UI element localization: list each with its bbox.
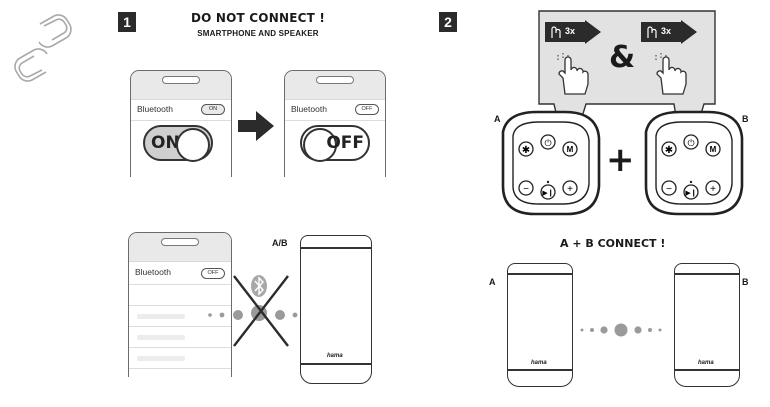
svg-text:✱: ✱ [665,145,673,156]
press-count-right: 3x [661,26,672,36]
svg-text:M: M [710,145,717,154]
speaker-a-brand: hama [531,360,547,366]
speaker-a-label-bottom: A [489,277,496,287]
phone-bluetooth-off: Bluetooth OFF [284,70,386,177]
bluetooth-mini-toggle[interactable]: ON [201,104,225,115]
phone-bluetooth-list: Bluetooth OFF [128,232,232,377]
bluetooth-label: Bluetooth [291,104,327,114]
title-emphasis: NOT [215,11,245,25]
toggle-on-text: ON [151,133,180,153]
step-1-subtitle: SMARTPHONE AND SPEAKER [197,29,319,38]
speaker-b-brand: hama [698,360,714,366]
svg-text:⏻: ⏻ [544,138,551,149]
bluetooth-mini-toggle[interactable]: OFF [201,268,225,279]
speaker-b-top-view: M ⏻ ✱ − + ▶❙ [644,110,744,216]
speaker-b-label-bottom: B [742,277,749,287]
connection-dots [580,323,662,337]
speaker-ab-label: A/B [272,238,288,248]
bluetooth-label: Bluetooth [135,267,171,277]
speaker-a-top-view: M ⏻ ✱ − + ▶❙ [501,110,601,216]
svg-text:+: + [567,184,573,195]
toggle-knob [303,128,337,162]
press-3x-tag-right: 3x [641,20,697,44]
hand-tap-icon [551,26,561,38]
svg-text:⏻: ⏻ [687,138,694,149]
step-2-number: 2 [439,12,457,32]
step-1-title: DO NOT CONNECT ! [178,11,338,25]
svg-text:+: + [710,184,716,195]
hand-press-icon-left [557,51,589,95]
title-prefix: DO [190,11,216,25]
speaker-b: hama [674,263,740,387]
speaker-ab: hama [300,235,372,384]
bluetooth-mini-toggle[interactable]: OFF [355,104,379,115]
bluetooth-label: Bluetooth [137,104,173,114]
speaker-a: hama [507,263,573,387]
press-count-left: 3x [565,26,576,36]
step-1-number: 1 [118,12,136,32]
svg-text:−: − [666,184,672,195]
connect-title-ab: A + B [560,237,594,250]
link-icon [14,14,72,82]
connect-title: A + B CONNECT ! [560,237,665,250]
bluetooth-toggle-on[interactable]: ON [143,125,213,162]
title-suffix: CONNECT ! [244,11,326,25]
svg-text:✱: ✱ [522,145,530,156]
connect-title-suffix: CONNECT ! [593,237,666,250]
ampersand: & [609,40,636,75]
speaker-a-label-top: A [494,114,501,124]
speaker-brand: hama [327,353,343,359]
toggle-off-text: OFF [326,133,364,153]
plus-sign: + [606,140,635,180]
right-arrow-icon [238,111,274,141]
hand-tap-icon [647,26,657,38]
no-connection-graphic [208,275,308,347]
press-3x-tag-left: 3x [545,20,601,44]
svg-text:▶❙: ▶❙ [685,189,696,197]
svg-text:−: − [523,184,529,195]
toggle-knob [176,128,210,162]
hand-press-icon-right [655,51,687,95]
svg-text:M: M [567,145,574,154]
bluetooth-toggle-off[interactable]: OFF [300,125,370,162]
svg-text:▶❙: ▶❙ [542,189,553,197]
speaker-b-label-top: B [742,114,749,124]
